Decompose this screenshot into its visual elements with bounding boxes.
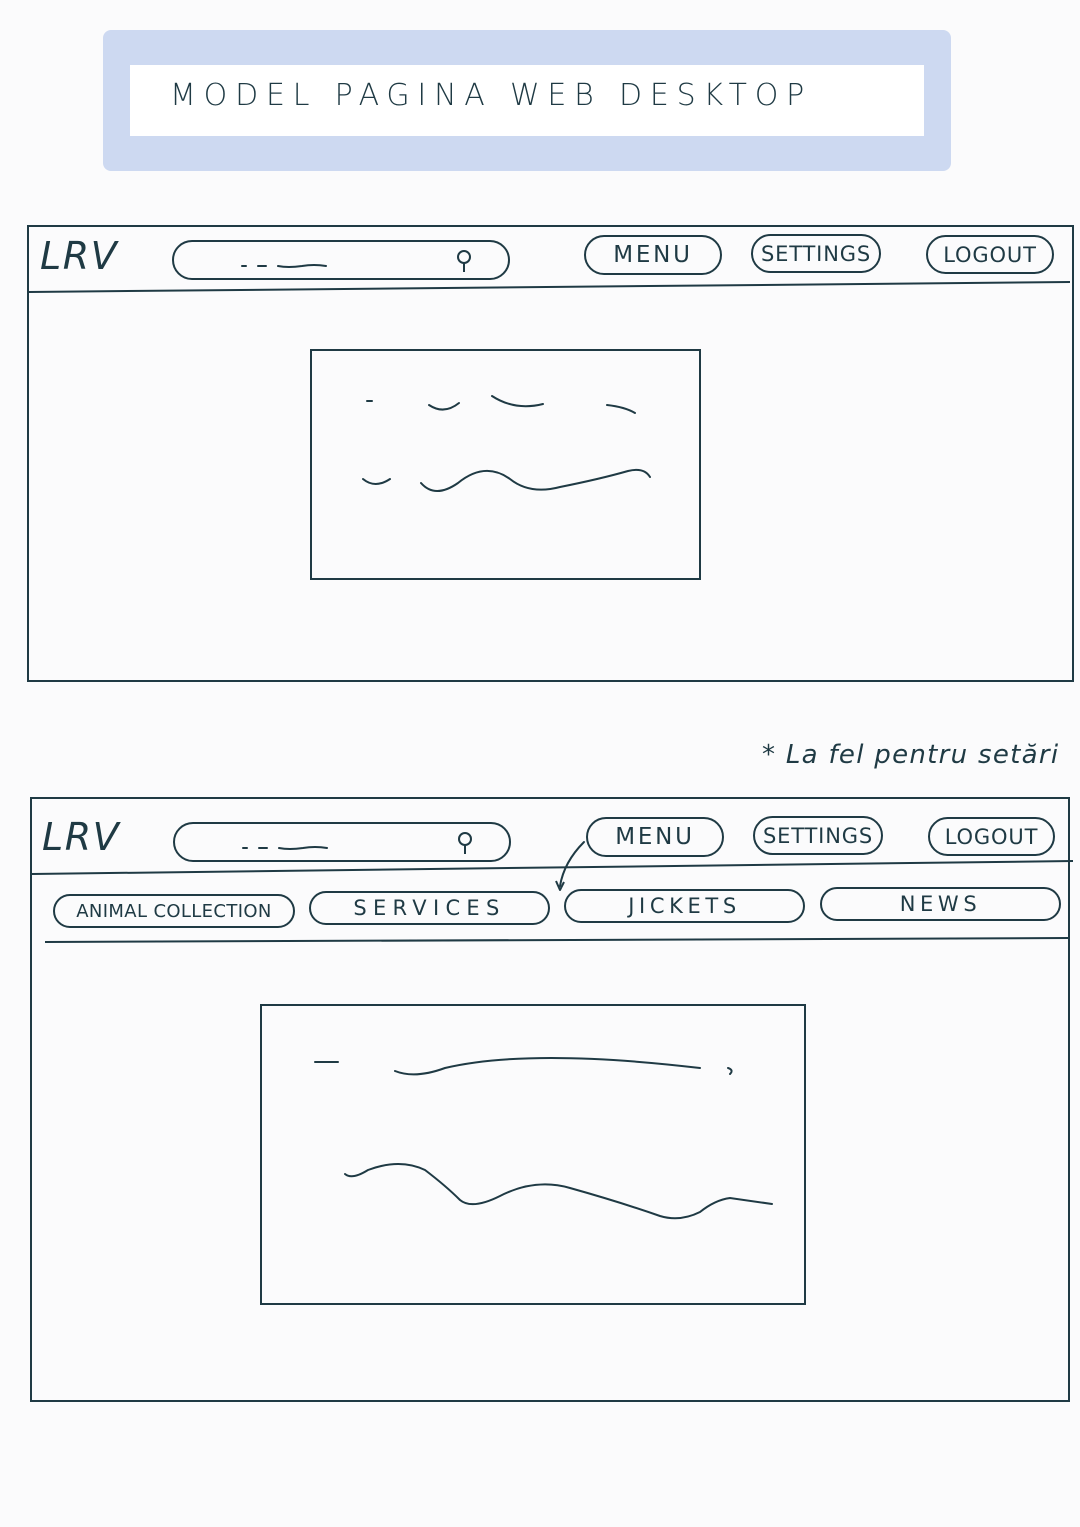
menu-button[interactable]: MENU bbox=[584, 235, 722, 275]
search-placeholder-scribble bbox=[241, 264, 327, 268]
logout-button[interactable]: LOGOUT bbox=[926, 235, 1054, 274]
search-placeholder-scribble bbox=[242, 846, 328, 850]
logo: LRV bbox=[42, 815, 121, 859]
settings-note: * La fel pentru setări bbox=[762, 740, 1060, 770]
text-scribble bbox=[362, 395, 651, 492]
title-box bbox=[130, 65, 924, 136]
logout-button[interactable]: LOGOUT bbox=[928, 817, 1055, 856]
search-bar[interactable] bbox=[173, 822, 511, 862]
settings-button[interactable]: SETTINGS bbox=[751, 234, 881, 273]
menu-arrow bbox=[555, 841, 585, 891]
subnav-news[interactable]: NEWS bbox=[820, 887, 1061, 921]
settings-button[interactable]: SETTINGS bbox=[753, 816, 883, 855]
search-bar[interactable] bbox=[172, 240, 510, 280]
header-divider bbox=[28, 281, 1071, 293]
search-icon[interactable] bbox=[457, 831, 473, 857]
search-icon[interactable] bbox=[456, 249, 472, 275]
content-placeholder bbox=[260, 1004, 806, 1305]
header-divider bbox=[31, 860, 1074, 875]
subnav-animal-collection[interactable]: ANIMAL COLLECTION bbox=[53, 894, 295, 928]
text-scribble bbox=[314, 1057, 773, 1220]
menu-button[interactable]: MENU bbox=[586, 817, 724, 857]
content-placeholder bbox=[310, 349, 701, 580]
subnav-services[interactable]: SERVICES bbox=[309, 891, 550, 925]
logo: LRV bbox=[40, 234, 119, 278]
subnav-divider bbox=[44, 937, 1070, 943]
wireframe-menu-open bbox=[30, 797, 1070, 1402]
page-title: MODEL PAGINA WEB DESKTOP bbox=[170, 78, 813, 113]
wireframe-home bbox=[27, 225, 1074, 682]
subnav-tickets[interactable]: JICKETS bbox=[564, 889, 805, 923]
